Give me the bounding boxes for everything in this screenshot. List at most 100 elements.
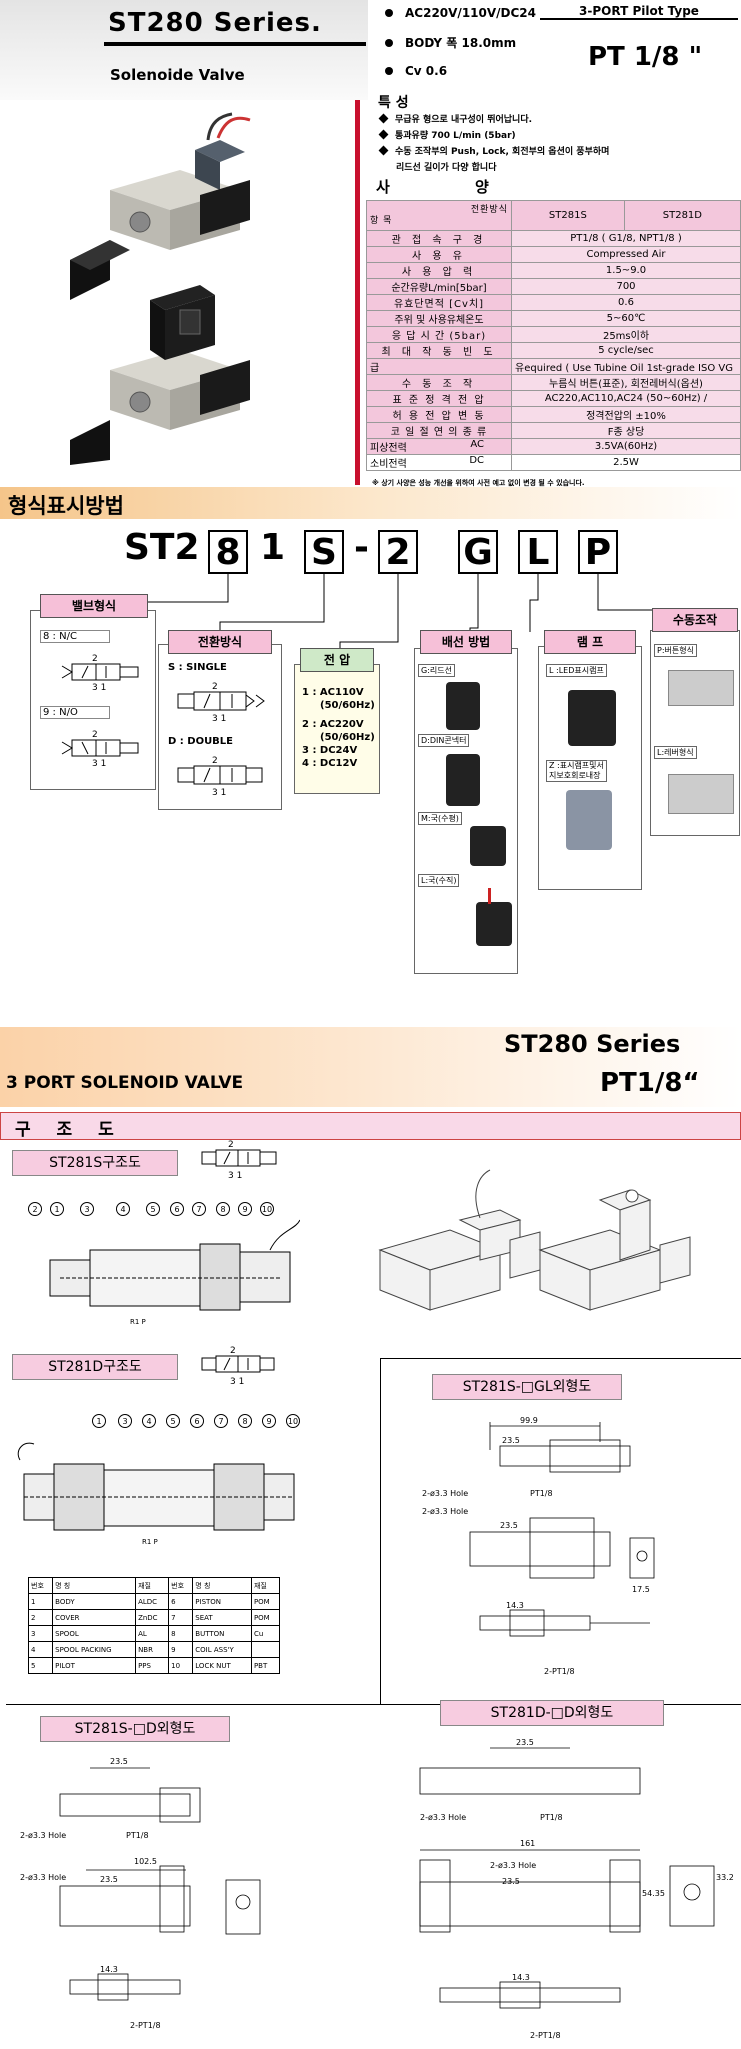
parts-cell: 1 <box>27 1593 54 1610</box>
parts-cell: BUTTON <box>192 1625 252 1642</box>
valve-photo-bottom <box>70 285 250 465</box>
svg-text:2-ø3.3 Hole: 2-ø3.3 Hole <box>422 1507 468 1516</box>
svg-text:3 1: 3 1 <box>230 1377 244 1387</box>
callout-number: 4 <box>116 1202 130 1216</box>
st281d-section-drawing: R1 P <box>17 1442 295 1546</box>
voltage-box <box>294 664 380 794</box>
parts-cell: PBT <box>250 1657 281 1674</box>
svg-text:2-ø3.3 Hole: 2-ø3.3 Hole <box>490 1861 536 1870</box>
svg-text:14.3: 14.3 <box>512 1973 530 1982</box>
spec-title: 사 양 <box>376 178 529 196</box>
callout-number: 2 <box>28 1202 42 1216</box>
code-valve-type: 8 <box>208 530 248 574</box>
port-type: 3-PORT Pilot Type <box>540 4 738 20</box>
lamp-title: 램 프 <box>544 630 636 654</box>
title-rule <box>104 42 366 46</box>
parts-cell: 5 <box>27 1657 54 1674</box>
svg-text:23.5: 23.5 <box>516 1738 534 1747</box>
parts-cell: 10 <box>168 1657 194 1674</box>
parts-header-cell: 재질 <box>250 1577 281 1594</box>
callout-number: 9 <box>262 1414 276 1428</box>
bullet-icon <box>385 67 393 75</box>
diamond-bullet-icon <box>378 129 389 140</box>
section2-title: ST280 Series <box>504 1030 681 1058</box>
st281s-d-drawing: 23.5 2-ø3.3 Hole PT1/8 102.5 2-ø3.3 Hole… <box>20 1757 261 2030</box>
svg-text:33.2: 33.2 <box>716 1873 734 1882</box>
svg-text:54.35: 54.35 <box>642 1889 665 1898</box>
bullet-icon <box>385 39 393 47</box>
svg-text:3 1: 3 1 <box>228 1171 242 1181</box>
lamp-z-photo-icon <box>566 790 612 850</box>
svg-text:161: 161 <box>520 1839 535 1848</box>
st281d-d-label: ST281D-□D외형도 <box>440 1700 664 1726</box>
svg-text:23.5: 23.5 <box>100 1875 118 1884</box>
callout-number: 1 <box>92 1414 106 1428</box>
voltage-title: 전 압 <box>300 648 374 672</box>
structure-bar: 구 조 도 <box>0 1112 741 1140</box>
svg-text:PT1/8: PT1/8 <box>540 1813 563 1822</box>
series-title: ST280 Series. <box>108 8 322 38</box>
svg-text:2: 2 <box>228 1140 234 1150</box>
parts-cell: POM <box>250 1609 281 1626</box>
svg-text:102.5: 102.5 <box>134 1857 157 1866</box>
code-prefix: ST2 <box>124 527 200 568</box>
callout-number: 8 <box>216 1202 230 1216</box>
manual-button-photo-icon <box>668 670 734 706</box>
s-symbol-icon: 2 3 1 <box>201 1140 277 1181</box>
parts-cell: POM <box>250 1593 281 1610</box>
coil-vertical-icon <box>476 902 512 946</box>
wiring-g: G:리드선 <box>418 664 455 677</box>
series-subtitle: Solenoide Valve <box>110 66 245 84</box>
parts-header-cell: 재질 <box>135 1577 170 1594</box>
svg-text:PT1/8: PT1/8 <box>126 1831 149 1840</box>
svg-text:2: 2 <box>212 756 218 766</box>
valve-no: 9 : N/O <box>40 706 110 719</box>
parts-cell: ALDC <box>135 1593 170 1610</box>
svg-text:99.9: 99.9 <box>520 1416 538 1425</box>
coil-lead-icon <box>446 682 480 730</box>
valve-type-box <box>30 610 156 790</box>
section2-subtitle: 3 PORT SOLENOID VALVE <box>6 1073 244 1093</box>
callout-number: 6 <box>170 1202 184 1216</box>
svg-text:2: 2 <box>92 730 98 740</box>
svg-text:14.3: 14.3 <box>506 1601 524 1610</box>
feature-item-cont: 리드선 길이가 다양 합니다 <box>396 163 497 173</box>
svg-text:2-ø3.3 Hole: 2-ø3.3 Hole <box>20 1873 66 1882</box>
callout-number: 5 <box>166 1414 180 1428</box>
header-left-panel <box>0 0 368 100</box>
parts-cell: 6 <box>168 1593 194 1610</box>
wiring-l: L:국(수직) <box>418 874 460 887</box>
manual-p: P:버튼형식 <box>654 644 697 657</box>
callout-number: 10 <box>286 1414 300 1428</box>
parts-cell: Cu <box>250 1625 281 1642</box>
st281s-d-label: ST281S-□D외형도 <box>40 1716 230 1742</box>
svg-text:2: 2 <box>230 1346 236 1356</box>
divider-bottom <box>6 1704 741 1705</box>
section2-pt: PT1/8“ <box>600 1068 700 1098</box>
svg-text:23.5: 23.5 <box>502 1877 520 1886</box>
parts-cell: ZnDC <box>135 1609 170 1626</box>
parts-cell: 4 <box>27 1641 54 1658</box>
lead-wire-icon <box>488 888 491 904</box>
manual-title: 수동조작 <box>652 608 738 632</box>
callout-number: 10 <box>260 1202 274 1216</box>
double-symbol-icon: 2 3 1 <box>177 756 263 798</box>
lamp-led-photo-icon <box>568 690 616 746</box>
wiring-m: M:국(수평) <box>418 812 462 825</box>
svg-text:2-ø3.3 Hole: 2-ø3.3 Hole <box>20 1831 66 1840</box>
parts-cell: BODY <box>52 1593 137 1610</box>
product-photos <box>70 112 251 465</box>
feature-item: 통과유량 700 L/min (5bar) <box>378 128 516 141</box>
svg-text:3 1: 3 1 <box>92 683 106 692</box>
code-voltage: 2 <box>378 530 418 574</box>
code-lamp: L <box>518 530 558 574</box>
features-title: 특 성 <box>378 95 409 111</box>
divider-v <box>380 1358 381 1704</box>
svg-text:2: 2 <box>92 654 98 664</box>
st281s-gl-label: ST281S-□GL외형도 <box>432 1374 622 1400</box>
divider-h <box>380 1358 741 1359</box>
